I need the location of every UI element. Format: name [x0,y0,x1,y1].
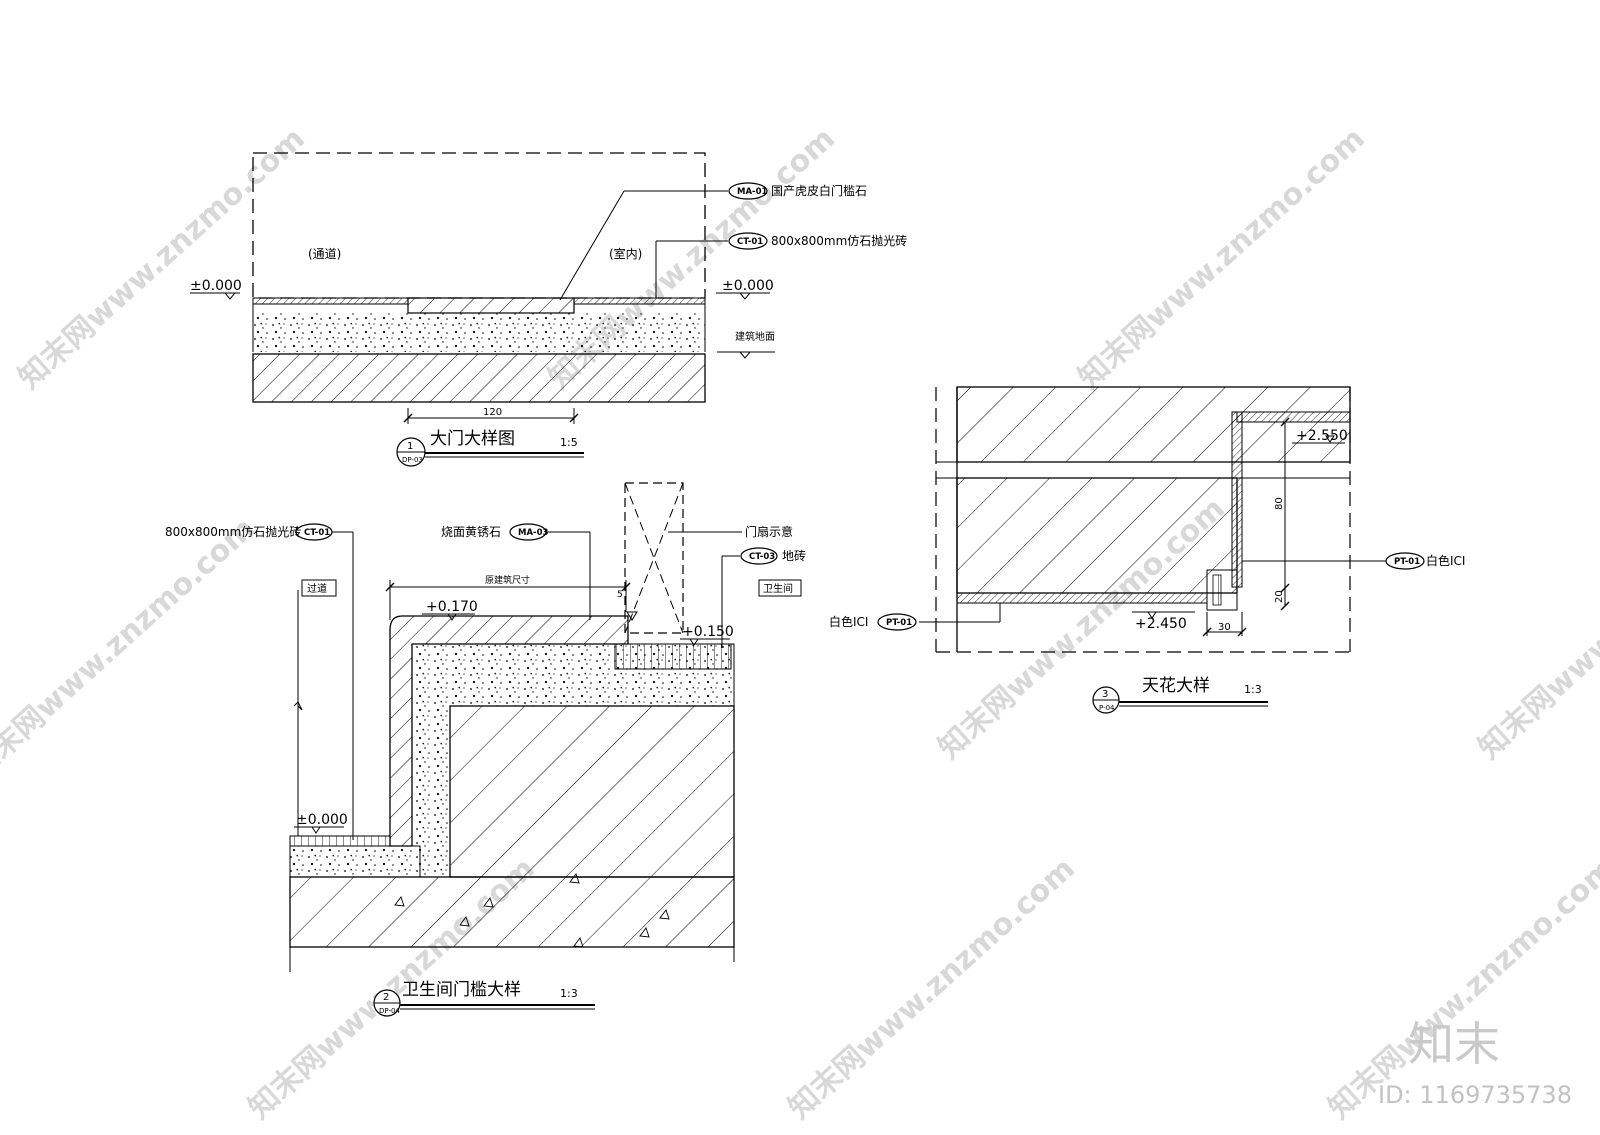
detail-scale: 1:3 [560,987,578,1000]
detail-title: 大门大样图 [430,429,515,449]
structural-block [449,705,735,878]
dim-30: 30 [1218,622,1231,633]
base-slab [289,876,735,948]
dim-small: 5 [617,590,623,600]
ceiling-beam [956,477,1238,594]
detail-scale: 1:5 [560,436,578,449]
callout-text: 800x800mm仿石抛光砖 [165,524,301,539]
tag-ct-03 [740,547,778,565]
detail-scale: 1:3 [1244,683,1262,696]
callout-text: 白色ICI [1426,553,1465,568]
tag-label: MA-01 [737,187,767,197]
level-building: 建筑地面 [735,330,775,343]
zone-box-left [301,579,337,597]
threshold-stone [407,297,575,314]
floor-finish-right [573,297,706,305]
callout-text: 烧面黄锈石 [441,525,501,539]
level-right: +0.150 [682,624,734,640]
tile-left [289,835,391,847]
tag-label: CT-01 [737,237,763,247]
screed-left [290,846,420,877]
tag-ma-01 [728,182,768,200]
dim-20: 20 [1274,590,1285,603]
ceiling-slab [956,386,1351,463]
tag-pt-01 [1385,552,1425,570]
level-top: +2.550 [1296,428,1348,444]
watermark-id: ID: 1169735738 [1378,1081,1572,1109]
zone-box-right [758,579,802,597]
zone-right-label: (室内) [609,246,642,261]
level-left: ±0.000 [190,278,242,294]
detail-ref: P-04 [1099,704,1115,712]
dim-80: 80 [1274,497,1285,510]
watermark-text: 知末网www.znzmo.com [1472,491,1600,766]
detail-title: 卫生间门槛大样 [402,980,521,1000]
dim-width: 120 [483,407,502,418]
tag-ct-01 [728,232,768,250]
detail-title: 天花大样 [1142,676,1210,696]
zone-left: 过道 [307,582,327,595]
gypsum-board-vertical [1231,411,1243,588]
callout-text: 门扇示意 [745,524,793,539]
watermark-text: 知末网www.znzmo.com [1072,121,1372,396]
detail-1-door-section: (通道) (室内) ±0.000 ±0.000 建筑地面 120 MA-01 国… [190,152,907,467]
detail-ref: DP-03 [402,456,423,464]
tag-ct-01 [295,523,333,541]
door-outline-dashed [252,152,706,299]
dim-original: 原建筑尺寸 [485,574,530,586]
level-high: +0.170 [426,599,478,615]
tag-label: PT-01 [1394,557,1420,567]
door-leaf-dashed [624,482,684,634]
detail-ref: DP-04 [379,1007,400,1015]
gypsum-board-top [1236,411,1351,423]
detail-number: 2 [383,992,389,1003]
callout-text: 国产虎皮白门槛石 [771,183,867,198]
zone-left-label: (通道) [308,247,341,261]
tag-ma-03 [509,523,547,541]
reveal-gap [1206,569,1238,611]
level-low: ±0.000 [296,812,348,828]
detail-number: 1 [407,441,413,452]
zone-right: 卫生间 [763,582,793,595]
detail-number: 3 [1102,689,1108,700]
watermark-text: 知末网www.znzmo.com [782,851,1082,1126]
callout-text: 800x800mm仿石抛光砖 [771,233,907,248]
level-right: ±0.000 [722,278,774,294]
detail-3-ceiling-section: +2.550 +2.450 80 20 30 PT-01 白色ICI PT-01… [829,386,1465,714]
tile-bathroom [614,643,732,670]
watermarks: 知末网www.znzmo.com 知末网www.znzmo.com 知末网www… [0,121,1600,1126]
tag-label: CT-03 [749,552,775,562]
detail-2-bathroom-threshold: 过道 卫生间 原建筑尺寸 5 +0.170 +0.150 ±0.000 CT-0… [165,482,806,1017]
callout-text: 地砖 [782,548,806,563]
tag-label: PT-01 [886,618,912,628]
tag-label: CT-01 [304,528,330,538]
watermark-text: 知末网www.znzmo.com [0,511,262,786]
tag-label: MA-03 [518,528,548,538]
floor-finish-left [252,297,409,305]
watermark-logo: 知末 [1408,1017,1500,1071]
tag-pt-01 [877,613,917,631]
callout-text: 白色ICI [829,614,868,629]
structural-slab [252,353,706,403]
gypsum-board-bottom [956,592,1208,604]
screed-layer [253,313,705,352]
level-bottom: +2.450 [1135,616,1187,632]
